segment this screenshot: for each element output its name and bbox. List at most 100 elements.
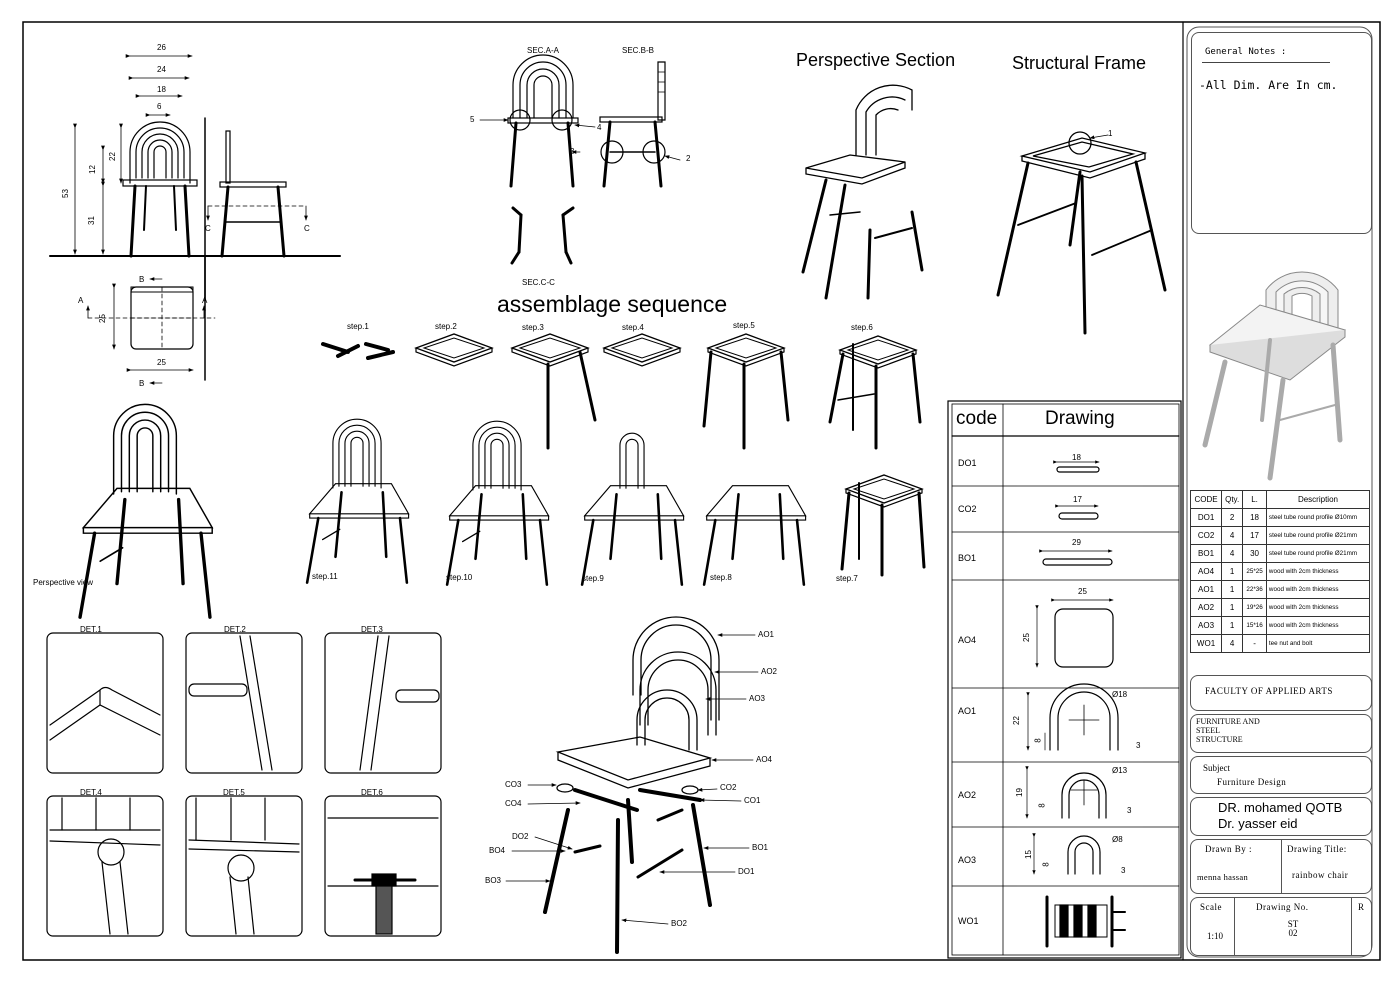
rev-label: R bbox=[1358, 902, 1365, 912]
part-dim: 18 bbox=[1072, 453, 1081, 462]
step-label: step.7 bbox=[836, 574, 858, 583]
part-label: AO2 bbox=[761, 667, 778, 676]
table-cell: tee nut and bolt bbox=[1265, 634, 1371, 653]
step-label: step.3 bbox=[522, 323, 544, 332]
step-label: step.5 bbox=[733, 321, 755, 330]
part-dim: 25 bbox=[1078, 587, 1087, 596]
code-cell: AO4 bbox=[958, 635, 977, 645]
perspective-view-label: Perspective view bbox=[33, 578, 94, 587]
part-dim: 22 bbox=[1011, 716, 1021, 725]
step-label: step.4 bbox=[622, 323, 644, 332]
part-dim: Ø8 bbox=[1112, 835, 1123, 844]
table-cell: wood with 2cm thickness bbox=[1265, 616, 1371, 635]
part-dim: Ø18 bbox=[1112, 690, 1128, 699]
table-cell: 25*25 bbox=[1242, 562, 1267, 581]
part-label: CO2 bbox=[720, 783, 737, 792]
table-cell: 19*26 bbox=[1242, 598, 1267, 617]
part-label: CO1 bbox=[744, 796, 761, 805]
table-cell: 1 bbox=[1221, 616, 1244, 635]
faculty-text: FACULTY OF APPLIED ARTS bbox=[1205, 686, 1333, 696]
department-box: FURNITURE AND STEEL STRUCTURE bbox=[1190, 714, 1372, 753]
table-cell: steel tube round profile Ø10mm bbox=[1265, 508, 1371, 527]
step-label: step.8 bbox=[710, 573, 732, 582]
table-cell: 17 bbox=[1242, 526, 1267, 545]
part-dim: 8 bbox=[1041, 862, 1051, 867]
dim-label: 25 bbox=[157, 358, 166, 367]
step-label: step.1 bbox=[347, 322, 369, 331]
drawn-by-divider bbox=[1281, 840, 1282, 893]
table-cell: 4 bbox=[1221, 634, 1244, 653]
scale-divider bbox=[1234, 898, 1235, 955]
assembly-steps-row1 bbox=[321, 333, 922, 450]
table-cell: 1 bbox=[1221, 598, 1244, 617]
section-mark: C bbox=[205, 224, 211, 233]
dim-label: 22 bbox=[107, 152, 117, 161]
step-label: step.6 bbox=[851, 323, 873, 332]
detail-label: DET.3 bbox=[361, 625, 383, 634]
table-cell: AO1 bbox=[1189, 580, 1223, 599]
scale-value: 1:10 bbox=[1207, 931, 1224, 941]
part-dim: 3 bbox=[1127, 806, 1132, 815]
structural-frame-drawing bbox=[996, 131, 1167, 335]
dim-label: 25 bbox=[97, 314, 107, 323]
detail-label: DET.1 bbox=[80, 625, 102, 634]
drawn-by-value: menna hassan bbox=[1197, 872, 1249, 882]
table-cell: AO4 bbox=[1189, 562, 1223, 581]
table-cell: 1 bbox=[1221, 562, 1244, 581]
drawing-no-value: ST 02 bbox=[1287, 919, 1299, 938]
part-label: BO2 bbox=[671, 919, 688, 928]
scale-box: Scale 1:10 Drawing No. ST 02 R bbox=[1190, 897, 1372, 956]
table-cell: 4 bbox=[1221, 544, 1244, 563]
drawing-title-label: Drawing Title: bbox=[1287, 844, 1347, 854]
drawing-header: Drawing bbox=[1045, 408, 1115, 429]
scale-label: Scale bbox=[1200, 902, 1222, 912]
part-label: DO1 bbox=[738, 867, 755, 876]
code-header: code bbox=[956, 408, 998, 429]
part-label: BO3 bbox=[485, 876, 502, 885]
part-label: BO1 bbox=[752, 843, 769, 852]
callout-number: 5 bbox=[470, 115, 475, 124]
subject-value: Furniture Design bbox=[1217, 777, 1287, 787]
detail-boxes bbox=[46, 632, 442, 937]
exploded-view bbox=[505, 616, 759, 954]
part-dim: 25 bbox=[1021, 633, 1031, 642]
sec-bb-label: SEC.B-B bbox=[622, 46, 655, 55]
drawing-no-label: Drawing No. bbox=[1256, 902, 1309, 912]
part-label: AO1 bbox=[758, 630, 775, 639]
step-label: step.11 bbox=[312, 572, 338, 581]
general-notes-label: General Notes : bbox=[1205, 47, 1287, 57]
code-cell: AO2 bbox=[958, 790, 977, 800]
section-mark: C bbox=[304, 224, 310, 233]
table-cell: WO1 bbox=[1189, 634, 1223, 653]
table-cell: 22*36 bbox=[1242, 580, 1267, 599]
section-mark: A bbox=[78, 296, 84, 305]
part-dim: 29 bbox=[1072, 538, 1081, 547]
callout-number: 2 bbox=[686, 154, 691, 163]
table-cell: 30 bbox=[1242, 544, 1267, 563]
perspective-section-drawing bbox=[801, 84, 924, 300]
step-label: step.9 bbox=[582, 574, 604, 583]
supervisor-1: DR. mohamed QOTB bbox=[1218, 800, 1343, 815]
step-label: step.10 bbox=[446, 573, 473, 582]
section-mark: A bbox=[202, 296, 208, 305]
section-mark: B bbox=[139, 379, 145, 388]
table-cell: 2 bbox=[1221, 508, 1244, 527]
header-cell: Description bbox=[1265, 490, 1371, 509]
part-label: CO4 bbox=[505, 799, 522, 808]
dim-label: 6 bbox=[157, 102, 162, 111]
part-label: BO4 bbox=[489, 846, 506, 855]
supervisors-box: DR. mohamed QOTB Dr. yasser eid bbox=[1190, 797, 1372, 836]
part-label: AO3 bbox=[749, 694, 766, 703]
detail-label: DET.5 bbox=[223, 788, 245, 797]
code-cell: BO1 bbox=[958, 553, 977, 563]
part-dim: 17 bbox=[1073, 495, 1082, 504]
front-elevation bbox=[49, 54, 341, 385]
detail-label: DET.6 bbox=[361, 788, 383, 797]
detail-label: DET.4 bbox=[80, 788, 102, 797]
rev-divider bbox=[1351, 898, 1352, 955]
